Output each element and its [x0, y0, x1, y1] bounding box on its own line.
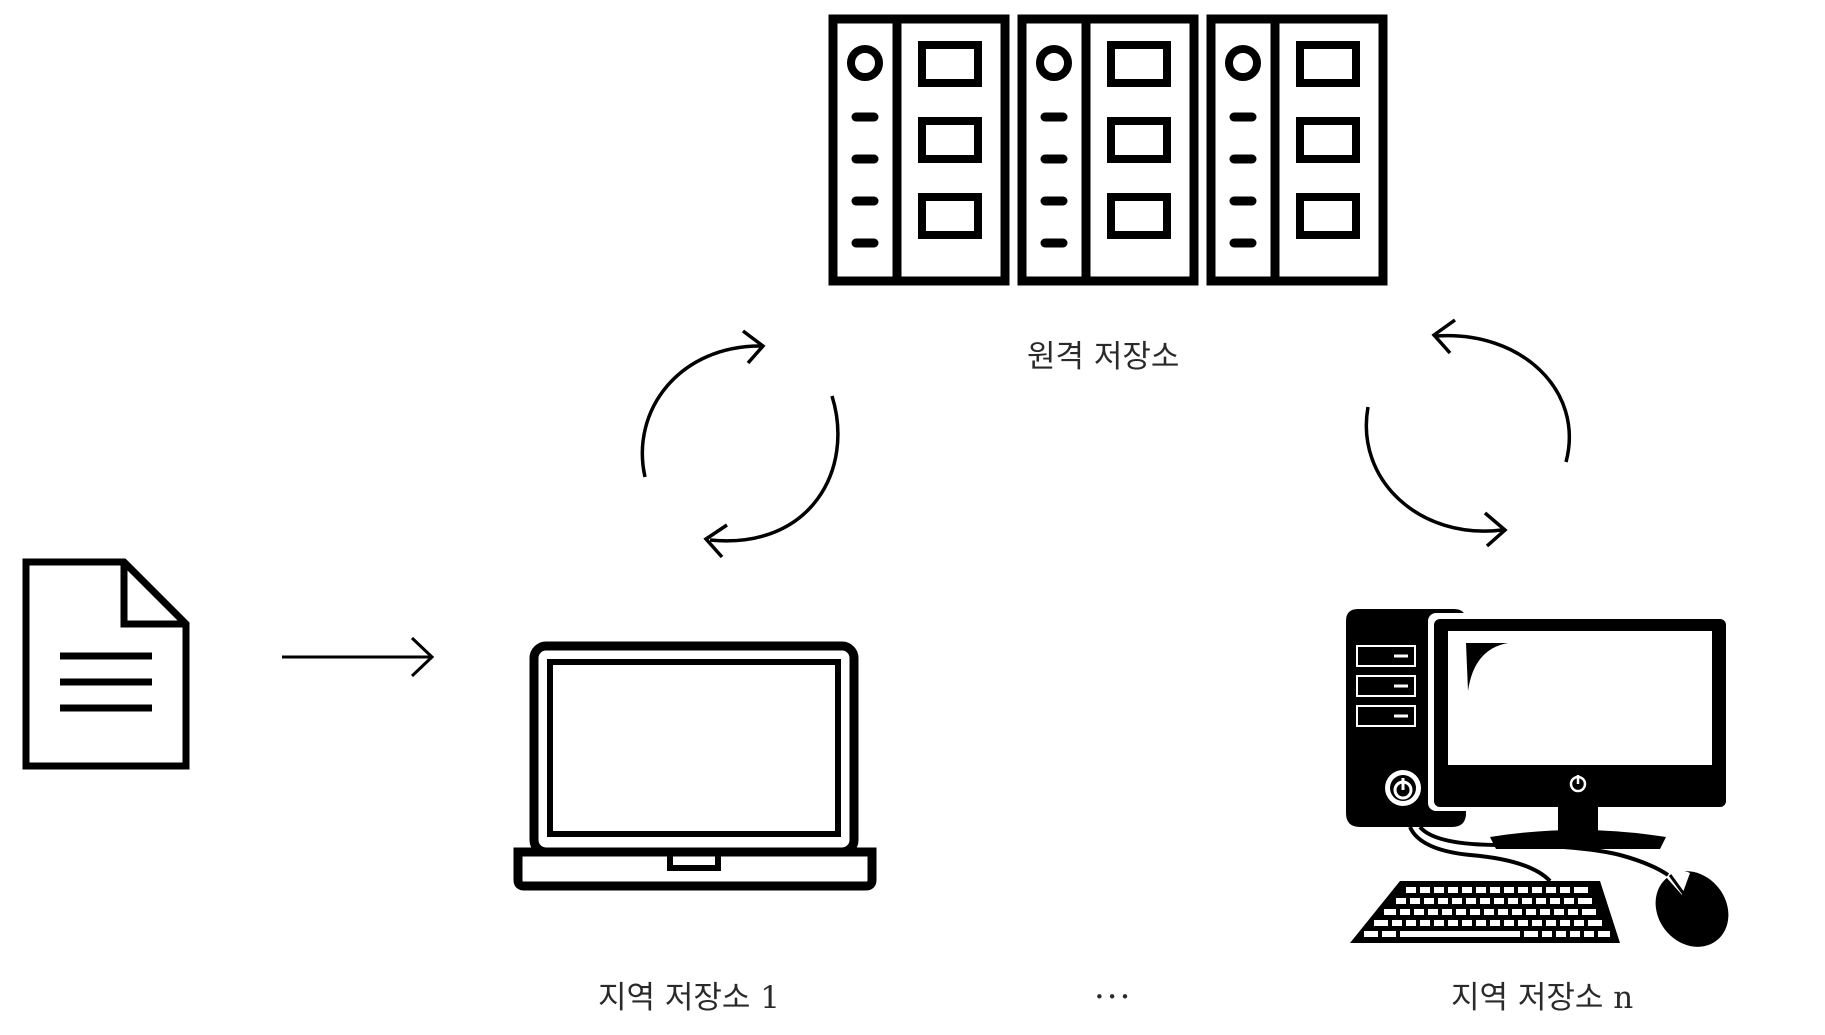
document-icon: [20, 558, 192, 774]
local-repository-n-label: 지역 저장소 n: [1451, 980, 1634, 1016]
laptop-icon: [512, 640, 878, 892]
local-repository-1-label: 지역 저장소 1: [598, 980, 781, 1016]
sync-cycle-right-icon: [1360, 310, 1590, 560]
desktop-computer-icon: [1340, 605, 1740, 955]
remote-repository-label: 원격 저장소: [1027, 339, 1180, 375]
right-arrow-icon: [278, 632, 438, 682]
ellipsis-label: ···: [1094, 977, 1133, 1017]
server-rack-icon: [828, 14, 1394, 286]
sync-cycle-left-icon: [630, 320, 850, 560]
